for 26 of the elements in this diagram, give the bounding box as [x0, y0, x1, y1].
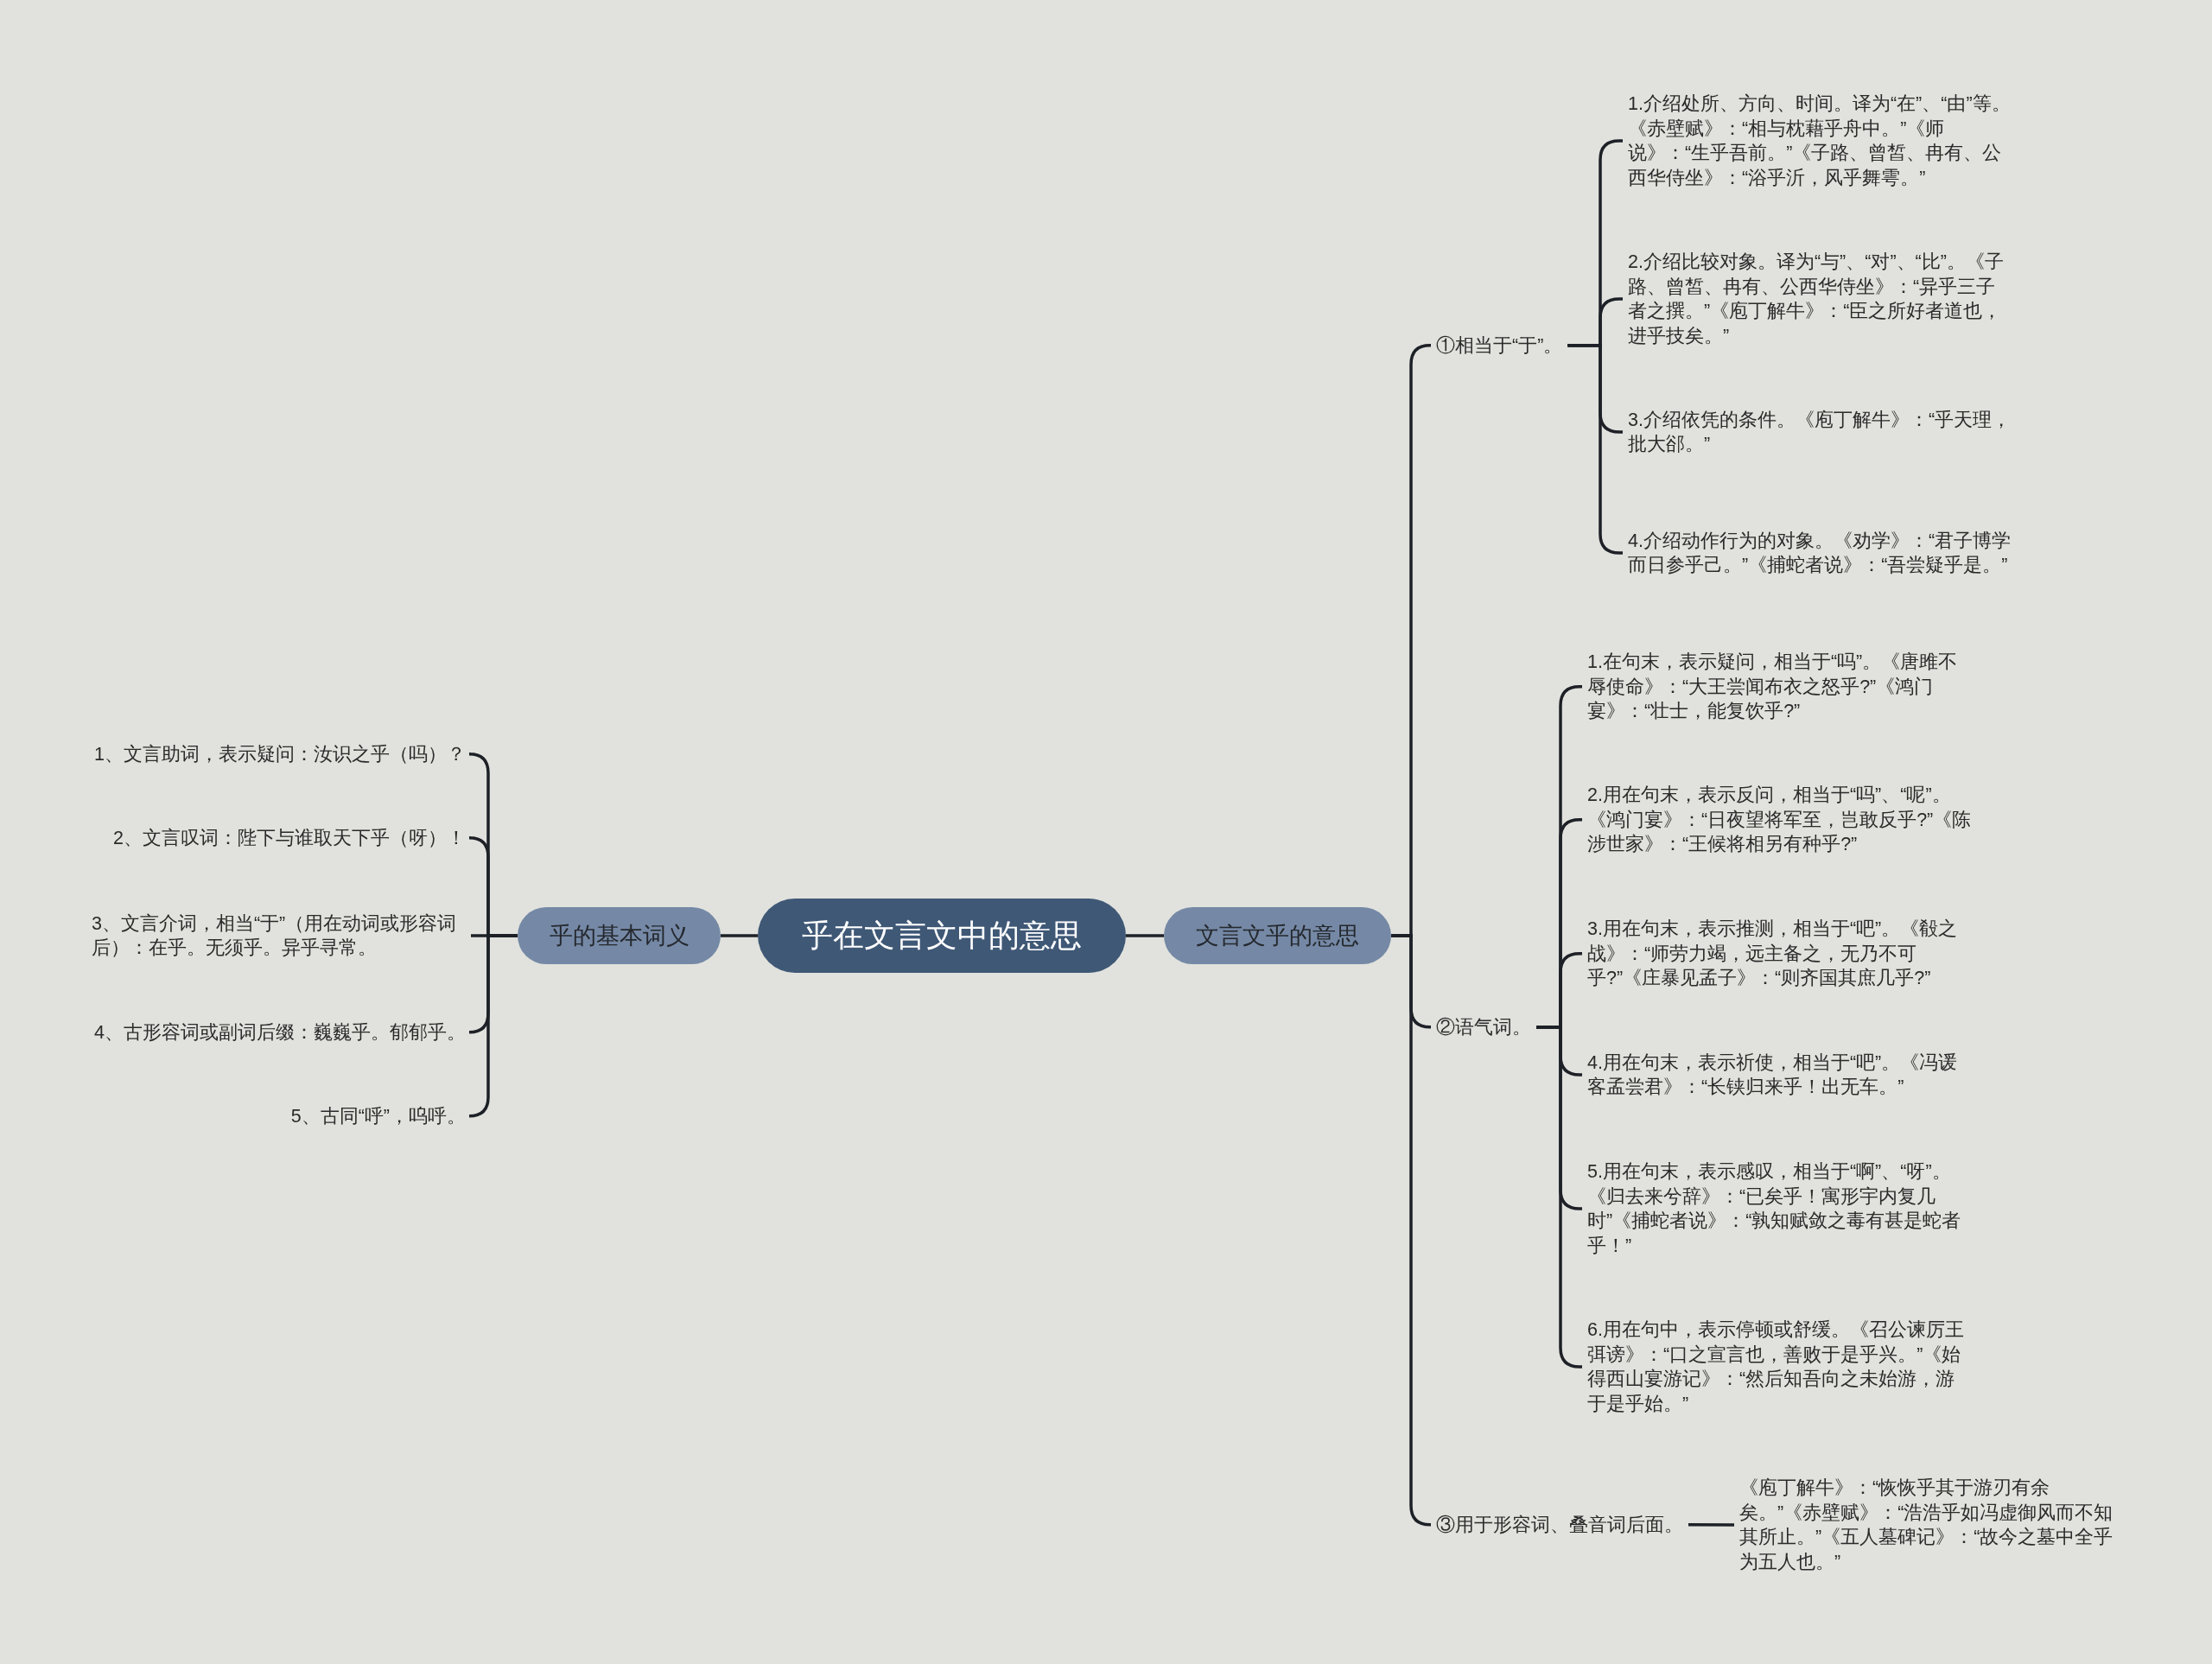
topic-text: 2、文言叹词：陛下与谁取天下乎（呀）！ [108, 825, 471, 850]
topic-text: 4.介绍动作行为的对象。《劝学》：“君子博学而日参乎己。”《捕蛇者说》：“吾尝疑乎是。” [1623, 528, 2018, 578]
topic-text: ②语气词。 [1431, 1014, 1536, 1039]
topic-pill: 乎的基本词义 [518, 907, 721, 964]
central-topic: 乎在文言文中的意思 [758, 899, 1126, 973]
topic-text: 3、文言介词，相当“于”（用在动词或形容词后）：在乎。无须乎。异乎寻常。 [86, 911, 471, 961]
topic-pill: 文言文乎的意思 [1164, 907, 1391, 964]
topic-text: 5.用在句末，表示感叹，相当于“啊”、“呀”。《归去来兮辞》：“已矣乎！寓形宇内复几时”《捕蛇者说》：“孰知赋敛之毒有甚是蛇者乎！” [1582, 1159, 1978, 1258]
topic-text: 1、文言助词，表示疑问：汝识之乎（吗）？ [89, 741, 471, 766]
connector-line [721, 934, 758, 937]
topic-text: 4、古形容词或副词后缀：巍巍乎。郁郁乎。 [89, 1019, 471, 1045]
topic-text: 1.在句末，表示疑问，相当于“吗”。《唐雎不辱使命》：“大王尝闻布衣之怒乎?”《鸿门宴》：“壮士，能复饮乎?” [1582, 650, 1978, 724]
topic-text: 2.用在句末，表示反问，相当于“吗”、“呢”。《鸿门宴》：“日夜望将军至，岂敢反乎?”《陈涉世家》：“王候将相另有种乎?” [1582, 783, 1978, 857]
topic-text: 2.介绍比较对象。译为“与”、“对”、“比”。《子路、曾皙、冉有、公西华侍坐》：“异乎三子者之撰。”《庖丁解牛》：“臣之所好者道也，进乎技矣。” [1623, 250, 2018, 348]
connector-line [1688, 1523, 1734, 1527]
topic-text: 5、古同“呼”，呜呼。 [285, 1103, 471, 1128]
topic-text: 1.介绍处所、方向、时间。译为“在”、“由”等。《赤壁赋》：“相与枕藉乎舟中。”《师说》：“生乎吾前。”《子路、曾皙、冉有、公西华侍坐》：“浴乎沂，风乎舞雩。” [1623, 92, 2018, 190]
topic-text: ①相当于“于”。 [1431, 333, 1568, 358]
connector-line [1126, 934, 1164, 937]
connector-line [1567, 344, 1623, 555]
topic-text: 3.介绍依凭的条件。《庖丁解牛》：“乎天理，批大郤。” [1623, 407, 2018, 457]
topic-text: ③用于形容词、叠音词后面。 [1431, 1512, 1688, 1537]
topic-text: 6.用在句中，表示停顿或舒缓。《召公谏厉王弭谤》：“口之宣言也，善败于是乎兴。”《始得西山宴游记》：“然后知吾向之未始游，游于是乎始。” [1582, 1318, 1978, 1416]
topic-text: 4.用在句末，表示祈使，相当于“吧”。《冯谖客孟尝君》：“长铗归来乎！出无车。” [1582, 1050, 1978, 1100]
topic-text: 3.用在句末，表示推测，相当于“吧”。《殽之战》：“师劳力竭，远主备之，无乃不可乎?”《庄暴见孟子》：“则齐国其庶几乎?” [1582, 917, 1978, 991]
topic-text: 《庖丁解牛》：“恢恢乎其于游刃有余矣。”《赤壁赋》：“浩浩乎如冯虚御风而不知其所止。”《五人墓碑记》：“故今之墓中全乎为五人也。” [1734, 1476, 2130, 1574]
